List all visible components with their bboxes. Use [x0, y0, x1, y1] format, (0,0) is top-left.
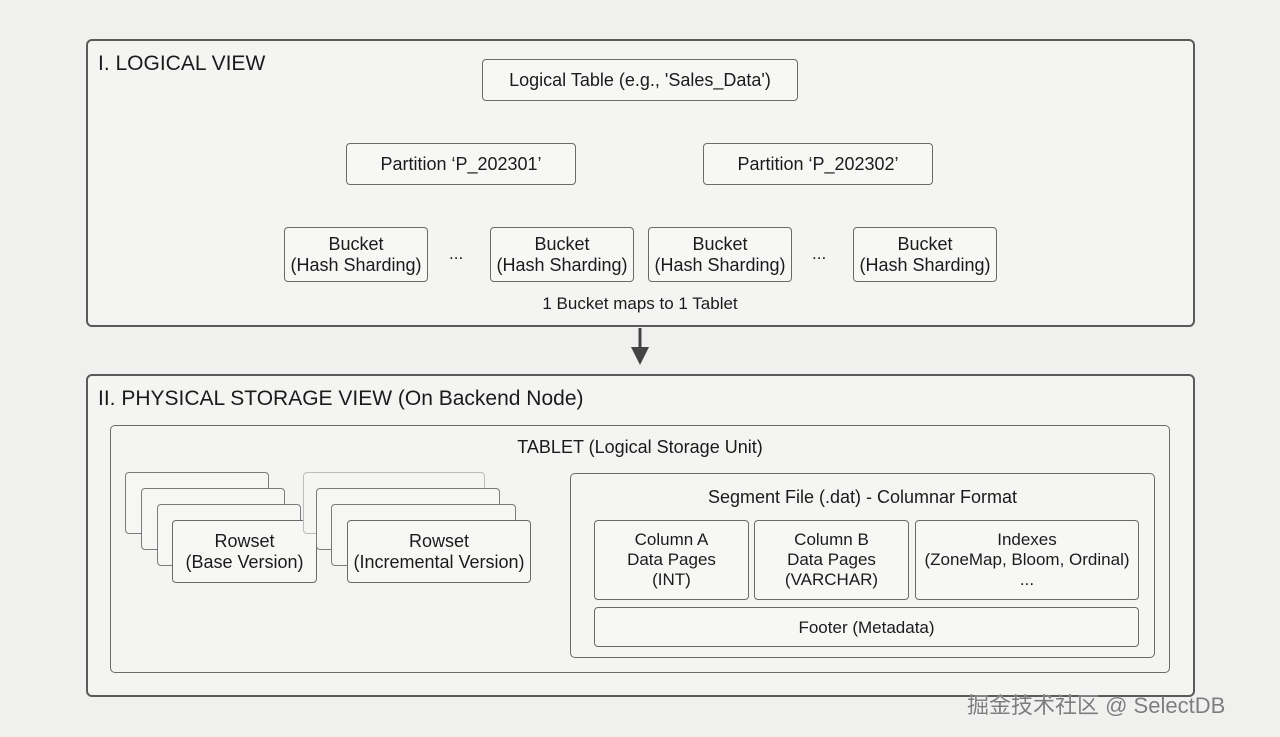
column-a-pages: Data Pages: [627, 550, 716, 569]
bucket-box: Bucket (Hash Sharding): [853, 227, 997, 282]
partition-box-2: Partition ‘P_202302’: [703, 143, 933, 185]
bucket-label: Bucket: [328, 233, 384, 254]
column-b-type: (VARCHAR): [784, 570, 879, 589]
bucket-label: Bucket: [534, 233, 590, 254]
bucket-label: Bucket: [692, 233, 748, 254]
bucket-box: Bucket (Hash Sharding): [648, 227, 792, 282]
tablet-title: TABLET (Logical Storage Unit): [517, 437, 763, 457]
indexes-more: ...: [1019, 570, 1035, 589]
rowset-incremental-label: Rowset: [408, 530, 470, 551]
mapping-note: 1 Bucket maps to 1 Tablet: [542, 294, 738, 313]
ellipsis: ...: [812, 244, 827, 263]
bucket-sublabel: (Hash Sharding): [859, 254, 991, 275]
column-b-box: Column B Data Pages (VARCHAR): [754, 520, 909, 600]
bucket-sublabel: (Hash Sharding): [654, 254, 786, 275]
rowset-incremental-version: (Incremental Version): [353, 551, 525, 572]
column-b-pages: Data Pages: [787, 550, 876, 569]
logical-view-title: I. LOGICAL VIEW: [98, 52, 266, 75]
rowset-incremental-box: Rowset (Incremental Version): [347, 520, 531, 583]
indexes-box: Indexes (ZoneMap, Bloom, Ordinal) ...: [915, 520, 1139, 600]
ellipsis: ...: [449, 244, 464, 263]
column-a-label: Column A: [634, 530, 709, 549]
bucket-sublabel: (Hash Sharding): [290, 254, 422, 275]
segment-file-title: Segment File (.dat) - Columnar Format: [707, 487, 1018, 507]
physical-view-title: II. PHYSICAL STORAGE VIEW (On Backend No…: [98, 387, 584, 410]
rowset-base-label: Rowset: [214, 530, 275, 551]
bucket-box: Bucket (Hash Sharding): [490, 227, 634, 282]
column-b-label: Column B: [794, 530, 869, 549]
footer-metadata-box: Footer (Metadata): [594, 607, 1139, 647]
rowset-base-box: Rowset (Base Version): [172, 520, 317, 583]
indexes-label: Indexes: [997, 530, 1057, 549]
column-a-box: Column A Data Pages (INT): [594, 520, 749, 600]
indexes-types: (ZoneMap, Bloom, Ordinal): [924, 550, 1130, 569]
bucket-box: Bucket (Hash Sharding): [284, 227, 428, 282]
column-a-type: (INT): [652, 570, 691, 589]
rowset-base-version: (Base Version): [185, 551, 304, 572]
watermark: 掘金技术社区 @ SelectDB: [967, 693, 1226, 718]
bucket-sublabel: (Hash Sharding): [496, 254, 628, 275]
logical-table-box: Logical Table (e.g., 'Sales_Data'): [482, 59, 798, 101]
partition-box-1: Partition ‘P_202301’: [346, 143, 576, 185]
bucket-label: Bucket: [897, 233, 953, 254]
